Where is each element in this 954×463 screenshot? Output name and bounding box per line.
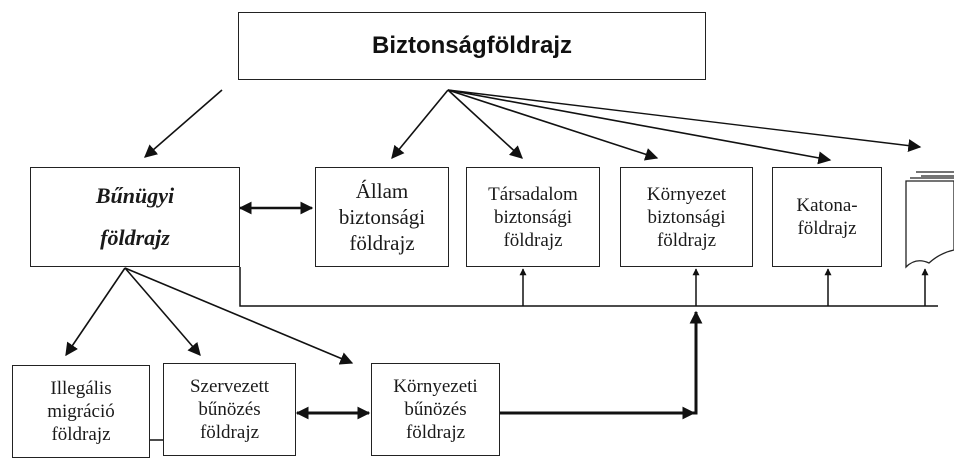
title-text: Biztonságföldrajz (371, 32, 572, 59)
arrow-crime-to-illegal (65, 267, 126, 357)
arrow-title-to-military (447, 89, 832, 165)
organized-line-3: földrajz (199, 422, 260, 443)
arrow-crime-to-environmental-crime (124, 267, 354, 365)
state-line-3: földrajz (349, 231, 415, 255)
envcrime-line-3: földrajz (405, 422, 466, 443)
organized-crime-geography-box: Szervezett bűnözés földrajz (163, 363, 296, 456)
arrow-title-to-crime (144, 89, 223, 158)
arrow-title-to-social (447, 89, 523, 159)
environmental-crime-geography-box: Környezeti bűnözés földrajz (371, 363, 500, 456)
arrow-title-to-state (391, 89, 449, 160)
organized-line-1: Szervezett (189, 376, 270, 397)
envcrime-line-1: Környezeti (393, 376, 478, 397)
arrow-title-to-environment (447, 89, 659, 161)
state-line-1: Állam (355, 179, 409, 203)
title-box: Biztonságföldrajz (238, 12, 706, 80)
illegal-line-1: Illegális (50, 378, 112, 399)
social-line-1: Társadalom (488, 183, 578, 205)
social-security-geography-box: Társadalom biztonsági földrajz (466, 167, 600, 267)
organized-line-2: bűnözés (198, 399, 261, 420)
illegal-line-3: földrajz (51, 424, 111, 445)
arrow-title-to-partial-box (447, 89, 922, 153)
military-line-2: földrajz (797, 218, 857, 239)
environment-line-1: Környezet (646, 183, 727, 205)
social-line-2: biztonsági (493, 206, 573, 228)
social-line-3: földrajz (503, 229, 563, 251)
state-line-2: biztonsági (338, 205, 426, 229)
military-line-1: Katona- (796, 195, 858, 216)
partial-box-right (905, 171, 954, 269)
crime-geography-box: Bűnügyi földrajz (30, 167, 240, 267)
environment-security-geography-box: Környezet biztonsági földrajz (620, 167, 753, 267)
environment-line-3: földrajz (656, 229, 717, 251)
environment-line-2: biztonsági (647, 206, 726, 228)
illegal-line-2: migráció (47, 401, 115, 422)
crime-geography-line-2: földrajz (100, 225, 170, 250)
crime-geography-line-1: Bűnügyi (95, 183, 175, 208)
illegal-migration-geography-box: Illegális migráció földrajz (12, 365, 150, 458)
envcrime-line-2: bűnözés (404, 399, 467, 420)
arrow-crime-to-organized (124, 267, 201, 356)
arrow-envcrime-to-environment (500, 310, 703, 415)
state-security-geography-box: Állam biztonsági földrajz (315, 167, 449, 267)
bus-line (239, 267, 938, 307)
military-geography-box: Katona- földrajz (772, 167, 882, 267)
